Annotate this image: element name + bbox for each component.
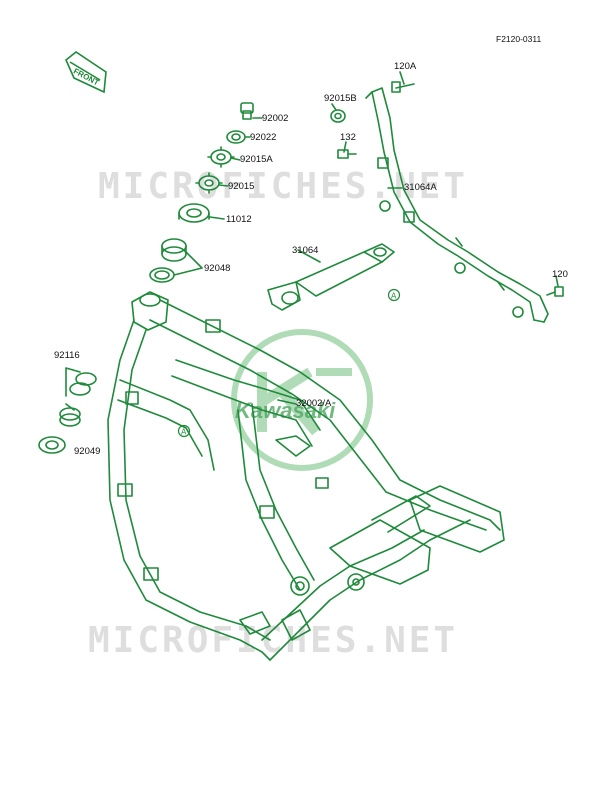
callout-92015: 92015 xyxy=(228,181,255,192)
bolt-92002 xyxy=(240,102,254,120)
bracket-31064a xyxy=(365,87,549,323)
bearing-92048-upper xyxy=(161,238,187,262)
callout-92002: 92002 xyxy=(262,113,289,124)
nut-92015 xyxy=(195,172,223,194)
callout-132: 132 xyxy=(340,132,356,143)
callout-11012: 11012 xyxy=(226,214,252,225)
svg-text:A: A xyxy=(181,428,187,437)
ref-marker-a-1: A xyxy=(387,288,401,302)
bolt-132 xyxy=(337,149,357,159)
nut-92015a xyxy=(207,146,235,168)
callout-92049: 92049 xyxy=(74,446,101,457)
seal-92049 xyxy=(38,436,66,454)
washer-92022 xyxy=(226,130,246,144)
race-92048-lower xyxy=(149,267,175,283)
diagram-id: F2120-0311 xyxy=(496,34,542,44)
callout-120a: 120A xyxy=(394,61,417,72)
ref-marker-a-2: A xyxy=(177,424,191,438)
callout-92048: 92048 xyxy=(204,263,231,274)
callout-31064: 31064 xyxy=(292,245,319,256)
callout-32002a: 32002/A xyxy=(296,398,332,409)
seal-92116 xyxy=(69,372,97,396)
callout-92015a: 92015A xyxy=(240,154,273,165)
svg-text:A: A xyxy=(391,292,397,301)
callout-92015b: 92015B xyxy=(324,93,357,104)
watermark-text-bottom: MICROFICHES.NET xyxy=(88,620,459,661)
nut-92015b xyxy=(330,109,346,123)
main-frame xyxy=(107,291,505,661)
callout-92116: 92116 xyxy=(54,350,80,361)
cap-11012 xyxy=(178,203,210,223)
front-arrow-icon xyxy=(65,51,107,94)
callout-120: 120 xyxy=(552,269,568,280)
bearing-92116-lower xyxy=(59,407,81,427)
bolt-120a xyxy=(391,81,415,93)
callout-31064a: 31064A xyxy=(404,182,437,193)
crossmember-31064 xyxy=(267,243,395,311)
callout-92022: 92022 xyxy=(250,132,277,143)
bolt-120 xyxy=(546,286,564,297)
